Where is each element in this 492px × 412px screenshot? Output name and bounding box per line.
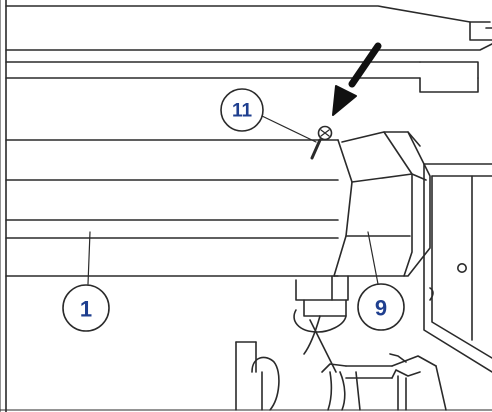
callout-11-label: 11 bbox=[232, 101, 253, 122]
arrow-icon bbox=[332, 42, 382, 116]
leader-line-9 bbox=[367, 231, 379, 285]
screw bbox=[310, 125, 333, 160]
roller-body bbox=[5, 139, 353, 277]
leader-line-11 bbox=[261, 115, 317, 143]
callout-9: 9 bbox=[357, 283, 405, 331]
lower-assembly bbox=[235, 309, 447, 411]
callout-9-label: 9 bbox=[375, 296, 387, 321]
callout-1: 1 bbox=[62, 284, 110, 332]
leader-line-1 bbox=[87, 231, 91, 285]
callout-1-label: 1 bbox=[80, 297, 92, 322]
end-cap bbox=[295, 131, 431, 317]
callout-11: 11 bbox=[220, 88, 264, 132]
leader-lines bbox=[87, 115, 379, 285]
side-bracket bbox=[423, 163, 492, 373]
